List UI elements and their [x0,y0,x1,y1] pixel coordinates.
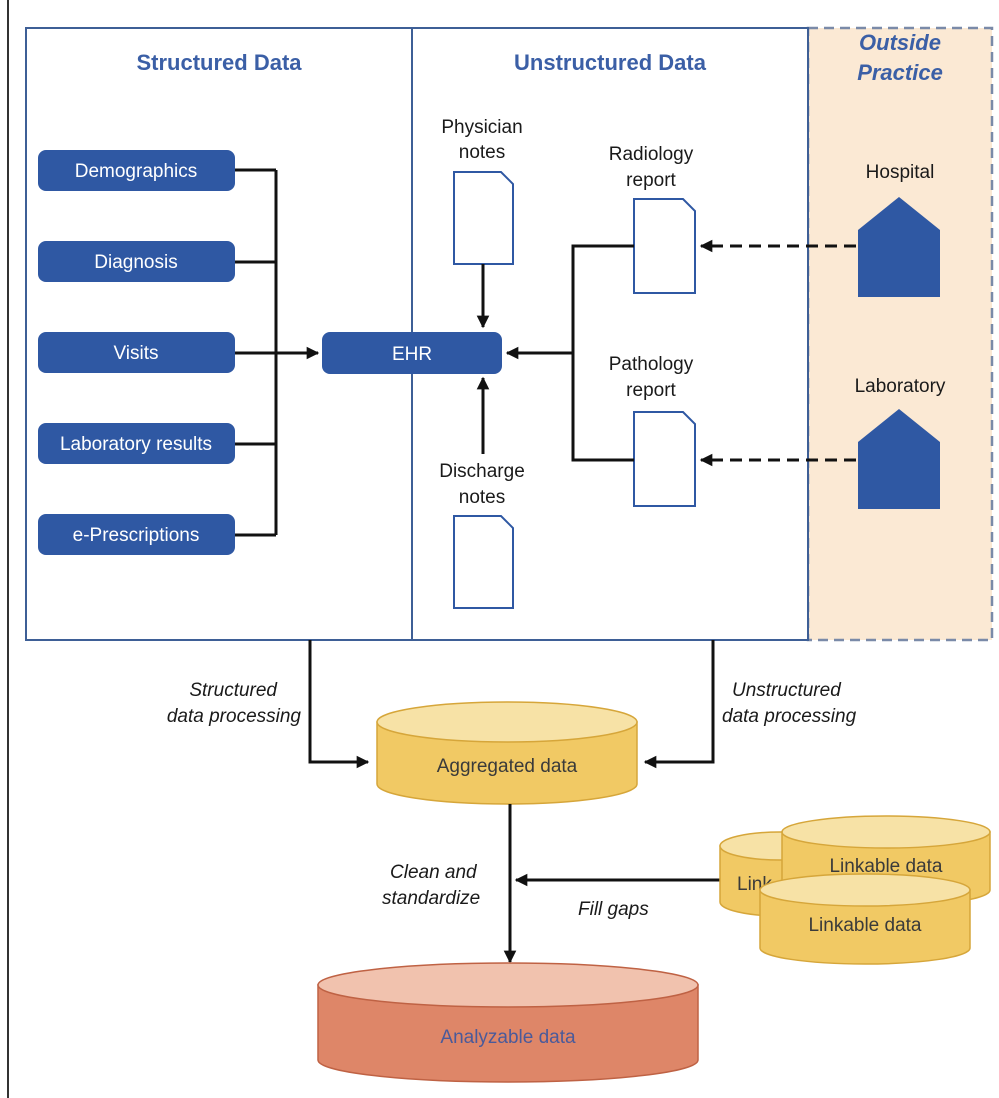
laboratory-label: Laboratory [855,376,946,397]
structured-processing-label-line2: data processing [167,706,302,727]
structured-processing-arrow [308,640,370,769]
ehr-node: EHR [322,332,502,374]
linkable-data-top-label: Linkable data [829,856,942,877]
document-icon [633,198,696,294]
fill-gaps-label: Fill gaps [578,899,649,920]
unstructured-processing-label-line2: data processing [722,706,857,727]
outside-practice-panel [806,26,994,642]
linkable-data-front-label: Linkable data [808,915,921,936]
unstructured-processing-label-line1: Unstructured [732,680,842,701]
structured-item-diagnosis: Diagnosis [38,241,235,282]
pathology-report-label-line2: report [626,380,676,401]
discharge-notes-label-line2: notes [459,487,505,508]
structured-item-laboratory-results: Laboratory results [38,423,235,464]
structured-item-label: Visits [113,343,158,364]
analyzable-data-store: Analyzable data [317,962,699,1083]
aggregated-data-label: Aggregated data [437,756,578,777]
structured-item-label: Demographics [75,161,198,182]
structured-data-title: Structured Data [136,50,302,75]
building-icon [858,409,940,509]
discharge-notes-label-line1: Discharge [439,461,525,482]
outside-practice-title-line1: Outside [859,30,941,55]
structured-item-label: Laboratory results [60,434,212,455]
radiology-report-label-line2: report [626,170,676,191]
clean-standardize-label-line2: standardize [382,888,480,909]
document-icon [633,411,696,507]
structured-processing-label-line1: Structured [189,680,278,701]
building-icon [858,197,940,297]
hospital-label: Hospital [866,162,935,183]
outside-practice-title-line2: Practice [857,60,943,85]
structured-item-label: Diagnosis [94,252,177,273]
physician-notes-label-line1: Physician [441,117,522,138]
structured-item-demographics: Demographics [38,150,235,191]
unstructured-processing-arrow [643,640,715,769]
radiology-report-label-line1: Radiology [609,144,694,165]
linkable-data-store-front: Linkable data [759,873,971,965]
unstructured-data-title: Unstructured Data [514,50,707,75]
physician-notes-label-line2: notes [459,142,505,163]
document-icon [453,171,514,265]
document-icon [453,515,514,609]
clean-standardize-label-line1: Clean and [390,862,478,883]
structured-item-e-prescriptions: e-Prescriptions [38,514,235,555]
analyzable-data-label: Analyzable data [440,1027,576,1048]
ehr-label: EHR [392,344,432,365]
aggregated-data-store: Aggregated data [376,701,638,805]
structured-item-label: e-Prescriptions [73,525,200,546]
pathology-report-label-line1: Pathology [609,354,694,375]
structured-item-visits: Visits [38,332,235,373]
